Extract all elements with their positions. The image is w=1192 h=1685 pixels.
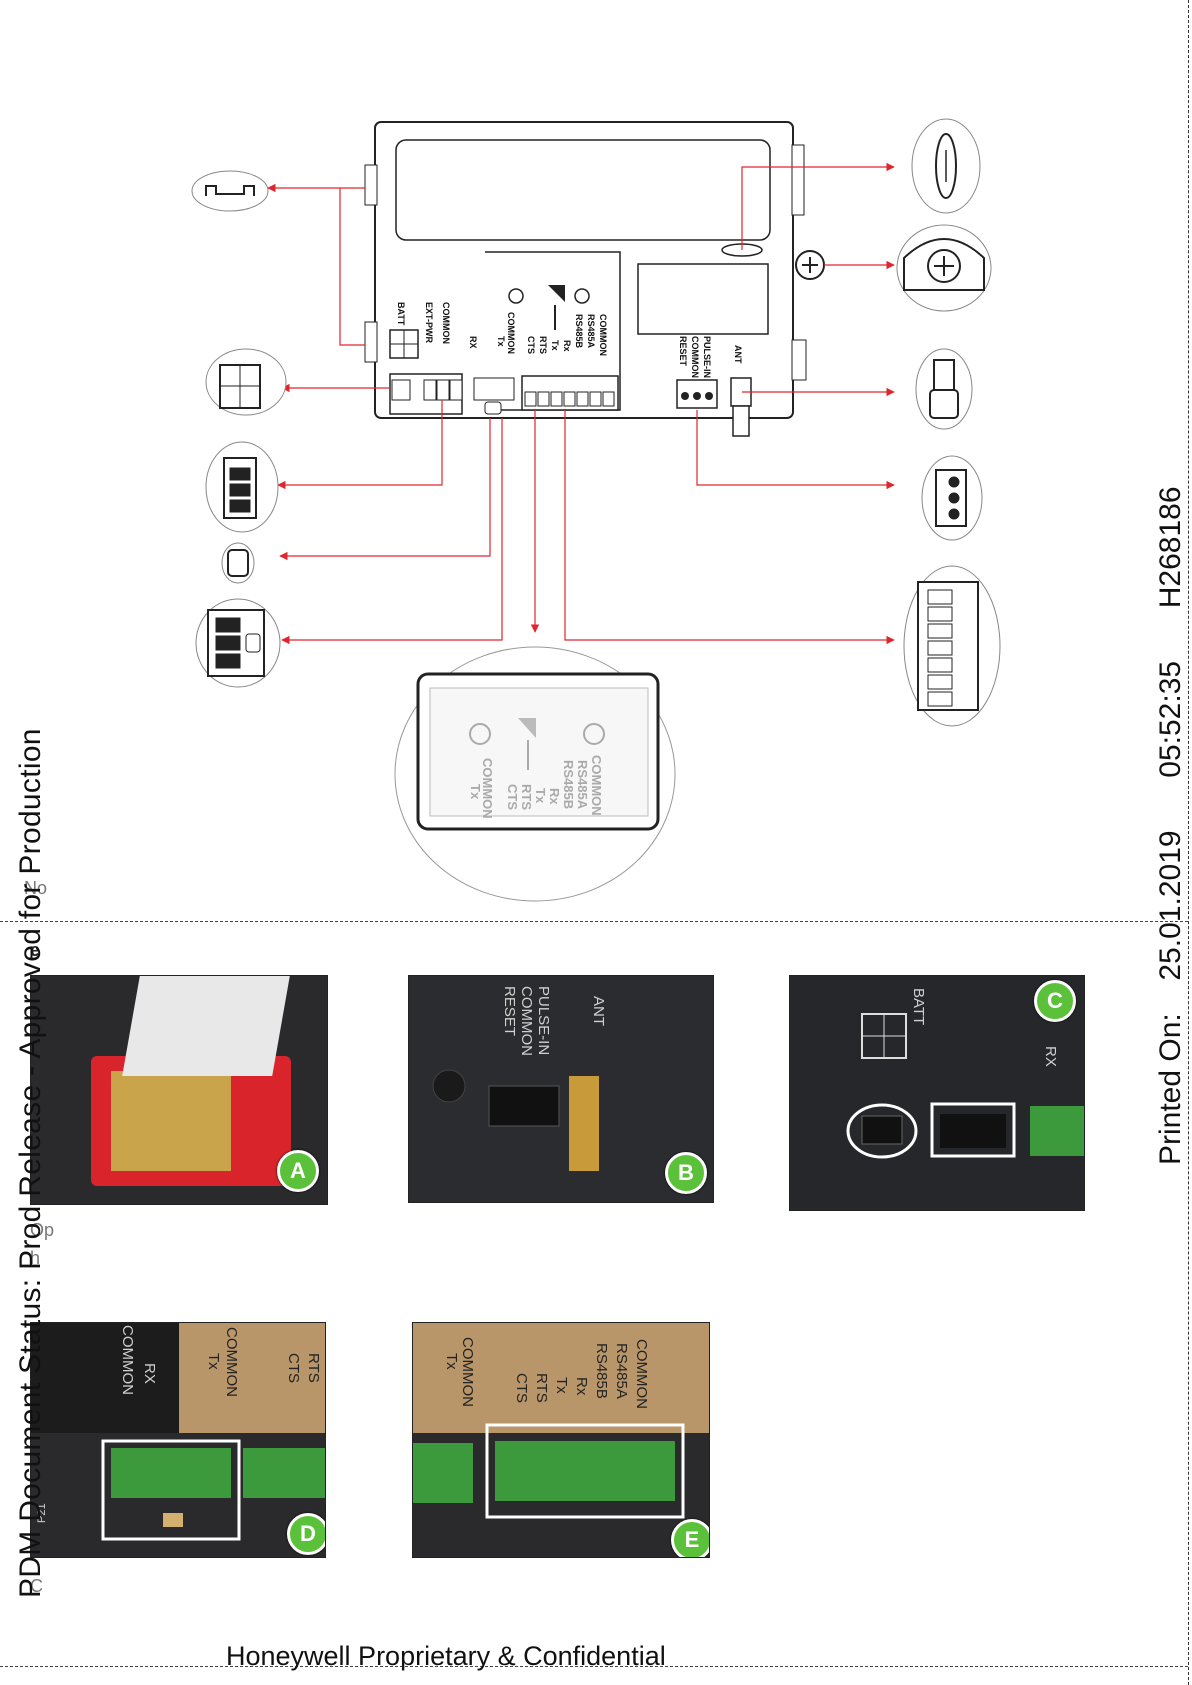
label-rx2: Rx — [562, 340, 572, 352]
document-status: PDM Document Status: Prod Release - Appr… — [14, 728, 47, 1598]
document-id: H268186 — [1154, 486, 1187, 609]
badge-a: A — [277, 1150, 319, 1192]
photo-b-art: ANT PULSE-IN COMMON RESET — [432, 986, 607, 1171]
photo-e-label-rx: Rx — [573, 1377, 590, 1396]
photo-e-label-rs485a: RS485A — [613, 1343, 630, 1399]
photo-d-label-p21: P21 — [36, 1503, 48, 1523]
badge-e: E — [671, 1519, 709, 1557]
printed-time: 05:52:35 — [1154, 660, 1187, 778]
label-rx: RX — [468, 336, 478, 349]
fragment-text: e — [30, 940, 41, 960]
sim-slot — [111, 1071, 231, 1171]
printed-date: 25.01.2019 — [1154, 830, 1187, 981]
label-ext-pwr: EXT-PWR — [424, 302, 434, 344]
fragment-text: No — [24, 878, 48, 898]
label-tx2: Tx — [550, 340, 560, 351]
detail-bubbles-left — [191, 170, 287, 688]
label-cts: CTS — [526, 336, 536, 354]
dashed-divider — [0, 921, 1188, 922]
fragment-text: h — [30, 1248, 41, 1268]
photo-e-label-tx2: Tx — [553, 1377, 570, 1394]
photo-b: ANT PULSE-IN COMMON RESET B — [408, 975, 714, 1203]
badge-c: C — [1034, 980, 1076, 1022]
photo-d-label-common2: COMMON — [223, 1327, 240, 1397]
label-rs-common: COMMON — [598, 314, 608, 356]
photo-e-label-common2: COMMON — [633, 1339, 650, 1409]
device-wiring-diagram: BATT EXT-PWR COMMON RX COMMON Tx CTS RTS… — [191, 118, 1001, 902]
photo-e-label-rs485b: RS485B — [593, 1343, 610, 1399]
photo-b-label-common: COMMON — [518, 986, 535, 1056]
zoom-label-rs-common: COMMON — [589, 755, 604, 816]
photo-e-art: COMMON Tx CTS RTS Tx Rx RS485B RS485A CO… — [413, 1323, 709, 1519]
dashed-border-right — [1188, 0, 1189, 1685]
photo-b-label-pulse-in: PULSE-IN — [535, 986, 552, 1055]
fragment-text: C — [30, 1576, 43, 1596]
photo-d: RX COMMON COMMON Tx RTS CTS P21 D — [30, 1322, 326, 1558]
photo-e: COMMON Tx CTS RTS Tx Rx RS485B RS485A CO… — [412, 1322, 710, 1558]
label-common: COMMON — [441, 302, 451, 344]
photo-e-label-tx: Tx — [443, 1353, 460, 1370]
photo-e-label-common: COMMON — [459, 1337, 476, 1407]
badge-b: B — [665, 1152, 707, 1194]
device-body — [364, 121, 825, 437]
label-sw-common: COMMON — [506, 312, 516, 354]
photo-d-label-common: COMMON — [119, 1325, 136, 1395]
zoom-bubble: COMMON Tx CTS RTS Tx Rx RS485B RS485A CO… — [394, 646, 676, 902]
photo-d-label-rx: RX — [141, 1363, 158, 1384]
label-pulse-in: PULSE-IN — [702, 336, 712, 378]
label-ant: ANT — [733, 345, 743, 364]
photo-a: A — [30, 975, 328, 1205]
photo-c: BATT RX C — [789, 975, 1085, 1211]
photo-e-label-cts: CTS — [513, 1373, 530, 1403]
zoom-label-common: COMMON — [480, 758, 495, 819]
callout-arrows — [267, 162, 895, 645]
printed-label: Printed On: — [1154, 1013, 1187, 1165]
zoom-label-cts: CTS — [505, 784, 520, 810]
photo-e-label-rts: RTS — [533, 1373, 550, 1403]
photo-c-art: BATT RX — [846, 988, 1084, 1159]
photo-d-label-tx: Tx — [205, 1353, 222, 1370]
photo-d-art: RX COMMON COMMON Tx RTS CTS P21 — [31, 1323, 325, 1541]
label-common2: COMMON — [690, 336, 700, 378]
photo-d-label-rts: RTS — [305, 1353, 322, 1383]
label-rs485a: RS485A — [586, 314, 596, 349]
photo-c-label-rx: RX — [1042, 1046, 1059, 1067]
dashed-border-bottom — [0, 1666, 1188, 1667]
label-batt: BATT — [396, 302, 406, 326]
label-rs485b: RS485B — [574, 314, 584, 349]
photo-b-label-ant: ANT — [590, 996, 607, 1026]
zoom-label-tx2: Tx — [533, 788, 548, 804]
label-sw-tx: Tx — [496, 336, 506, 347]
photo-c-label-batt: BATT — [910, 988, 927, 1025]
zoom-label-rs485b: RS485B — [561, 760, 576, 809]
label-reset: RESET — [678, 336, 688, 367]
zoom-label-rx2: Rx — [547, 788, 562, 805]
label-rts: RTS — [538, 336, 548, 354]
zoom-label-tx: Tx — [468, 784, 483, 800]
photo-b-label-reset: RESET — [501, 986, 518, 1036]
sim-door — [122, 976, 290, 1076]
detail-bubbles-right — [896, 118, 1001, 727]
footer-confidential: Honeywell Proprietary & Confidential — [226, 1641, 666, 1671]
zoom-label-rts: RTS — [519, 784, 534, 810]
fragment-text: Op — [30, 1220, 55, 1240]
zoom-label-rs485a: RS485A — [575, 760, 590, 810]
device-labels: BATT EXT-PWR COMMON RX COMMON Tx CTS RTS… — [396, 302, 743, 378]
photo-d-label-cts: CTS — [285, 1353, 302, 1383]
printed-info: Printed On: 25.01.2019 05:52:35 H268186 — [1154, 486, 1188, 1165]
badge-d: D — [287, 1513, 325, 1555]
